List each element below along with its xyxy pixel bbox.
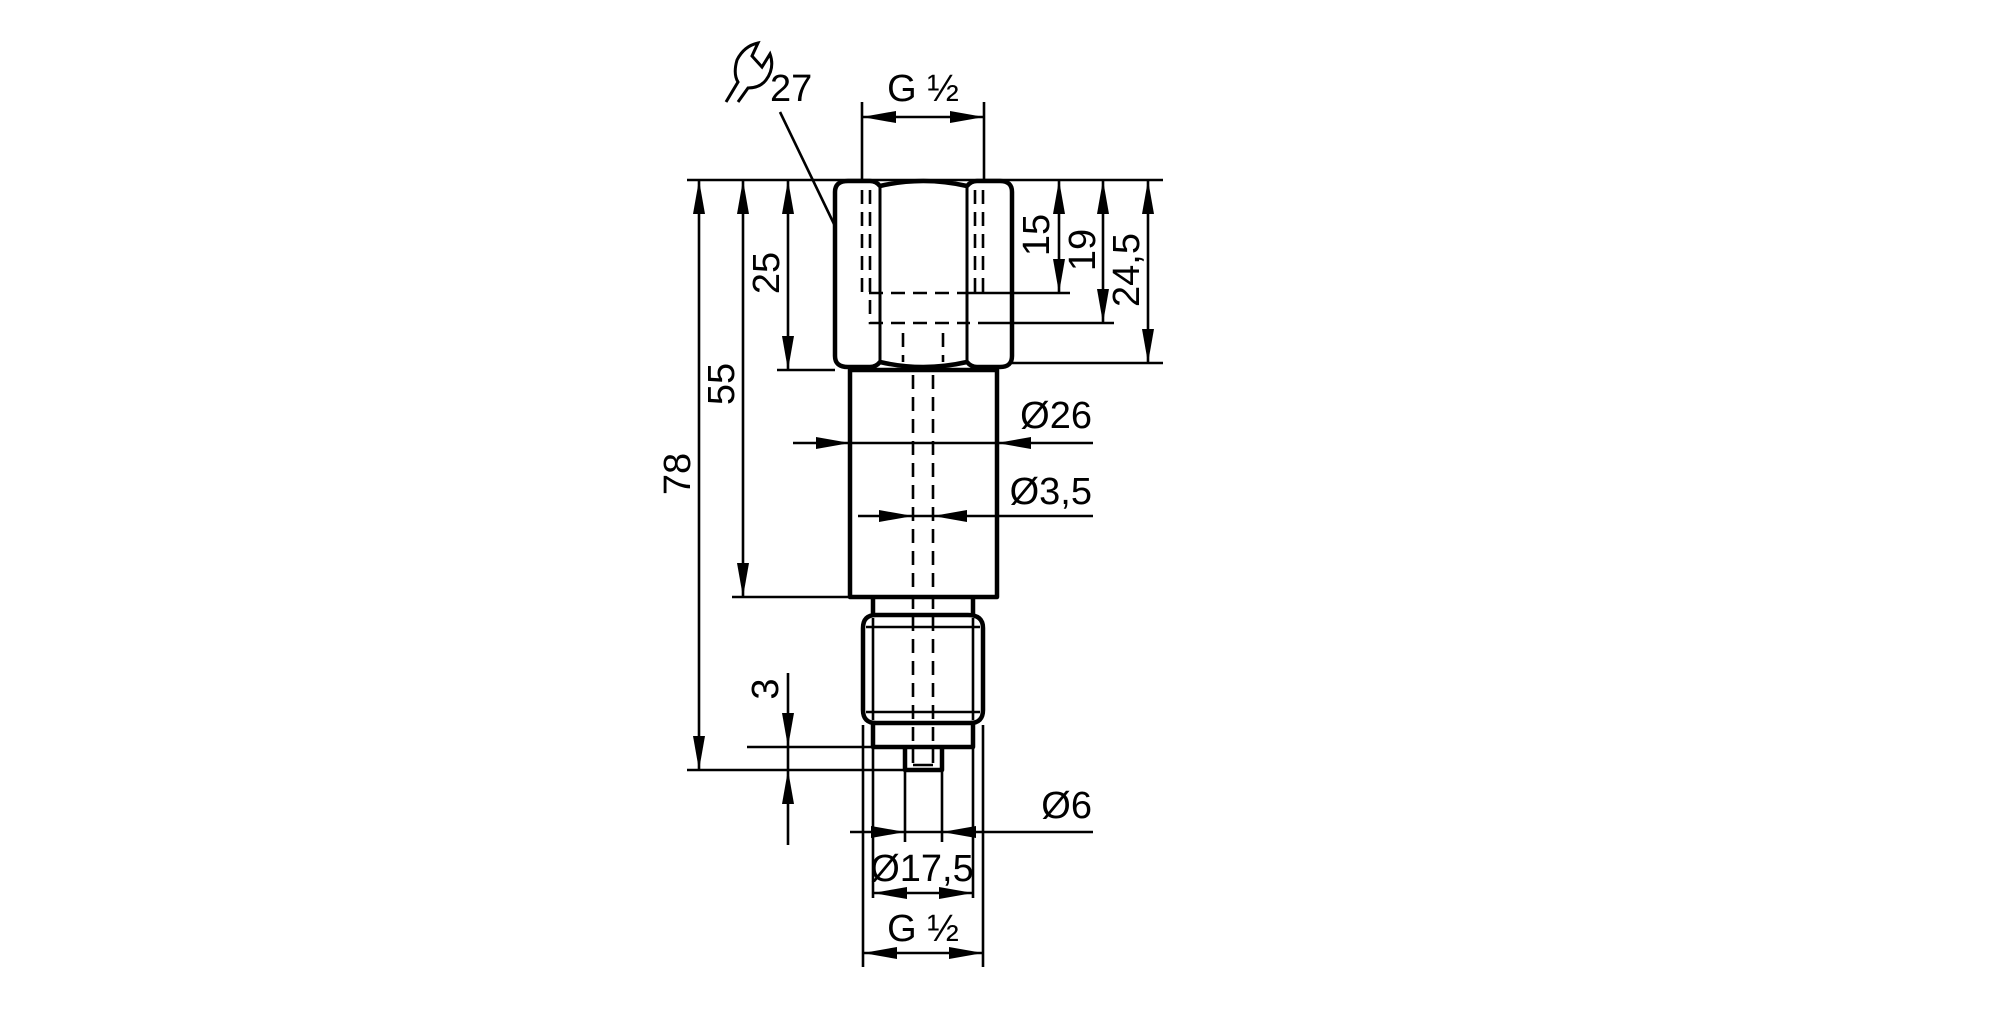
spigot-diameter-label: Ø6: [1041, 785, 1092, 827]
arrowhead: [950, 111, 984, 123]
wrench-size-label: 27: [770, 68, 812, 110]
arrowhead: [997, 437, 1031, 449]
arrowhead: [1142, 180, 1154, 214]
arrowhead: [1097, 289, 1109, 323]
arrowhead: [816, 437, 850, 449]
thread-relief: [870, 723, 976, 750]
arrowhead: [933, 510, 967, 522]
arrowhead: [693, 736, 705, 770]
arrowhead: [939, 887, 973, 899]
depth-19-label: 19: [1062, 229, 1104, 271]
arrowhead: [782, 770, 794, 804]
arrowhead: [1097, 180, 1109, 214]
arrowhead: [1053, 259, 1065, 293]
wrench-icon: [724, 40, 774, 103]
arrowhead: [873, 887, 907, 899]
sensor-part-outline: [832, 178, 1015, 773]
arrowhead: [782, 713, 794, 747]
arrowhead: [782, 336, 794, 370]
arrowhead: [737, 180, 749, 214]
hex-height-label: 25: [746, 252, 788, 294]
spigot-height-label: 3: [745, 678, 787, 699]
thread-bottom-label: G ½: [887, 908, 959, 950]
arrowhead: [1053, 180, 1065, 214]
arrowhead: [942, 826, 976, 838]
thread-minor-diameter-label: Ø17,5: [870, 848, 974, 890]
body-cylinder: [847, 367, 1000, 600]
bore-diameter-label: Ø3,5: [1010, 471, 1092, 513]
hex-nut: [832, 178, 1015, 370]
hidden-lines: [860, 190, 985, 765]
thread-neck: [870, 597, 976, 615]
total-height-label: 78: [657, 453, 699, 495]
depth-24-5-label: 24,5: [1106, 233, 1148, 307]
arrowhead: [693, 180, 705, 214]
thread: [860, 612, 986, 726]
arrowhead: [863, 947, 897, 959]
arrowheads: [693, 111, 1154, 959]
arrowhead: [879, 510, 913, 522]
extension-lines: [687, 102, 1163, 967]
body-diameter-label: Ø26: [1020, 395, 1092, 437]
arrowhead: [862, 111, 896, 123]
arrowhead: [782, 180, 794, 214]
arrowhead: [871, 826, 905, 838]
arrowhead: [737, 563, 749, 597]
depth-15-label: 15: [1016, 214, 1058, 256]
spigot: [902, 747, 945, 773]
arrowhead: [1142, 329, 1154, 363]
body-height-label: 55: [701, 363, 743, 405]
arrowhead: [949, 947, 983, 959]
thread-top-label: G ½: [887, 68, 959, 110]
